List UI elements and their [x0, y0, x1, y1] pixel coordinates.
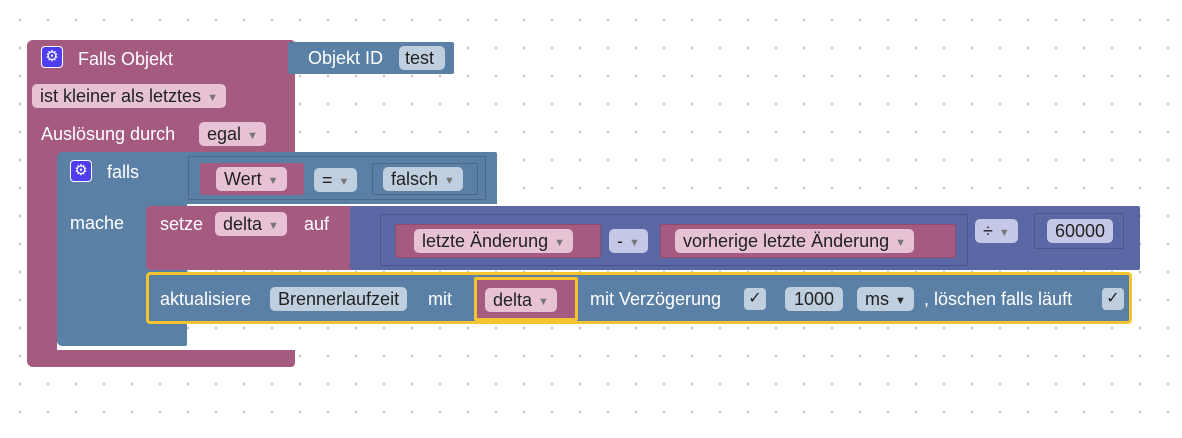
delay-field[interactable]: 1000 [785, 287, 843, 311]
set-to-label: auf [304, 214, 330, 234]
chevron-down-icon: ▼ [247, 130, 258, 142]
chevron-down-icon: ▼ [998, 227, 1010, 239]
clear-checkbox[interactable]: ✓ [1102, 288, 1124, 310]
chevron-down-icon: ▼ [895, 237, 907, 249]
update-target-field[interactable]: Brennerlaufzeit [270, 287, 408, 311]
chevron-down-icon: ▼ [895, 295, 906, 307]
minus-value: - [617, 231, 623, 251]
vorherige-aenderung-dropdown[interactable]: vorherige letzte Änderung ▼ [675, 229, 915, 253]
chevron-down-icon: ▼ [267, 175, 279, 187]
operator-value: = [322, 170, 333, 190]
objekt-id-block[interactable]: Objekt ID test [288, 42, 454, 74]
divisor-block[interactable]: 60000 [1034, 213, 1124, 249]
falls-objekt-title: Falls Objekt [78, 49, 174, 69]
trigger-value: egal [207, 124, 242, 144]
condition-value: ist kleiner als letztes [40, 86, 202, 106]
falls-objekt-spine [27, 150, 57, 355]
objekt-id-label: Objekt ID [308, 48, 384, 68]
chevron-down-icon: ▼ [629, 237, 640, 249]
letzte-aenderung-value: letzte Änderung [422, 231, 549, 251]
chevron-down-icon: ▼ [268, 220, 279, 232]
update-prefix: aktualisiere [160, 289, 252, 309]
trigger-dropdown[interactable]: egal ▼ [199, 122, 266, 146]
chevron-down-icon: ▼ [338, 176, 350, 188]
clear-label: , löschen falls läuft [924, 289, 1073, 309]
gear-icon[interactable]: ⚙ [70, 160, 92, 182]
objekt-id-field[interactable]: test [399, 46, 445, 70]
set-prefix: setze [160, 214, 204, 234]
chevron-down-icon: ▼ [207, 92, 218, 104]
falsch-value: falsch [391, 169, 439, 189]
unit-value: ms [865, 289, 889, 309]
delay-label: mit Verzögerung [590, 289, 722, 309]
variable-value: delta [223, 214, 263, 234]
divide-value: ÷ [983, 221, 993, 241]
trigger-label: Auslösung durch [41, 124, 176, 144]
divisor-field[interactable]: 60000 [1047, 219, 1114, 243]
vorherige-aenderung-value: vorherige letzte Änderung [683, 231, 890, 251]
unit-dropdown[interactable]: ms ▼ [857, 287, 914, 311]
letzte-aenderung-block[interactable]: letzte Änderung ▼ [395, 224, 601, 258]
letzte-aenderung-dropdown[interactable]: letzte Änderung ▼ [414, 229, 573, 253]
chevron-down-icon: ▼ [554, 237, 565, 249]
vorherige-aenderung-block[interactable]: vorherige letzte Änderung ▼ [660, 224, 956, 258]
chevron-down-icon: ▼ [444, 175, 455, 187]
update-with-label: mit [428, 289, 452, 309]
delay-checkbox[interactable]: ✓ [744, 288, 766, 310]
condition-dropdown[interactable]: ist kleiner als letztes ▼ [32, 84, 226, 108]
divide-dropdown[interactable]: ÷▼ [975, 219, 1018, 243]
minus-dropdown[interactable]: -▼ [609, 229, 648, 253]
wert-dropdown[interactable]: Wert ▼ [216, 167, 287, 191]
wert-block[interactable]: Wert ▼ [200, 163, 304, 195]
falsch-dropdown[interactable]: falsch ▼ [383, 167, 463, 191]
if-label: falls [107, 162, 140, 182]
update-value-block[interactable]: delta ▼ [474, 277, 578, 321]
chevron-down-icon: ▼ [538, 296, 549, 308]
update-value: delta [493, 290, 533, 310]
falls-objekt-footer [27, 350, 295, 367]
do-label: mache [70, 213, 125, 233]
operator-dropdown[interactable]: =▼ [314, 168, 358, 192]
variable-dropdown[interactable]: delta ▼ [215, 212, 287, 236]
falsch-block[interactable]: falsch ▼ [372, 163, 478, 195]
update-value-dropdown[interactable]: delta ▼ [485, 288, 557, 312]
wert-value: Wert [224, 169, 262, 189]
gear-icon[interactable]: ⚙ [41, 46, 63, 68]
